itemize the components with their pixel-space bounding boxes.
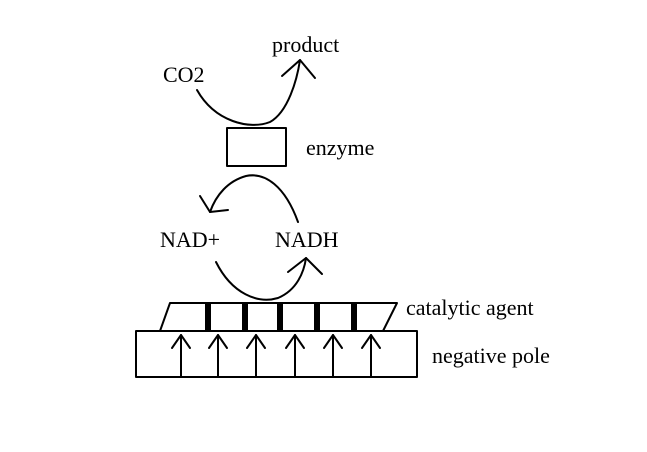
enzyme-box [226,127,287,167]
nadh-to-nad-arrow [209,174,299,223]
nad-plus-label: NAD+ [160,227,220,252]
nadh-arrowhead [287,257,323,275]
up-arrow [361,334,381,378]
catalytic-agent-label: catalytic agent [406,295,534,320]
negative-pole-electrode [135,330,418,378]
nad-arrowhead [199,195,229,213]
catalytic-sites [205,304,357,330]
enzyme-label: enzyme [306,135,374,160]
electron-flow-arrows [171,334,381,378]
nadh-label: NADH [275,227,339,252]
up-arrow [171,334,191,378]
co2-to-product-arrow [196,59,301,126]
nad-to-nadh-arrow [215,257,307,301]
co2-label: CO2 [163,62,205,87]
up-arrow [285,334,305,378]
up-arrow [323,334,343,378]
product-arrowhead [281,59,316,79]
product-label: product [272,32,339,57]
negative-pole-label: negative pole [432,343,550,368]
up-arrow [246,334,266,378]
up-arrow [208,334,228,378]
